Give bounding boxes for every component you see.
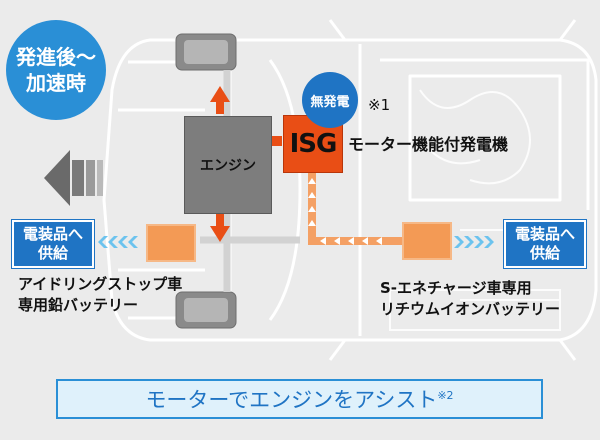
lead-battery-label-line1: アイドリングストップ車 <box>18 275 183 293</box>
direction-arrow-left-icon <box>44 150 103 206</box>
supply-left-line1: 電装品へ <box>22 225 83 243</box>
supply-right-line1: 電装品へ <box>514 225 575 243</box>
lithium-battery-label-line1: S-エネチャージ車専用 <box>380 279 532 297</box>
engine-label: エンジン <box>200 158 256 174</box>
isg-label: ISG <box>289 129 338 159</box>
assist-banner: モーターでエンジンをアシスト※2 <box>56 379 543 419</box>
lithium-battery-label-line2: リチウムイオンバッテリー <box>380 300 561 318</box>
lead-battery <box>146 224 196 262</box>
note-1: ※1 <box>368 96 391 114</box>
supply-left-box: 電装品へ 供給 <box>11 219 95 269</box>
lithium-battery-label: S-エネチャージ車専用 リチウムイオンバッテリー <box>380 278 560 320</box>
supply-right-line2: 供給 <box>529 244 560 262</box>
no-generation-badge: 無発電 <box>302 72 358 128</box>
phase-badge-line1: 発進後～ <box>16 45 96 69</box>
chevron-flow-icon <box>98 236 494 248</box>
phase-badge-line2: 加速時 <box>26 71 86 95</box>
no-generation-label: 無発電 <box>310 94 350 110</box>
isg-description: モーター機能付発電機 <box>348 135 509 154</box>
isg-block: ISG <box>283 115 343 173</box>
assist-banner-text: モーターでエンジンをアシスト <box>145 388 438 412</box>
engine-block: エンジン <box>184 116 272 214</box>
lead-battery-label: アイドリングストップ車 専用鉛バッテリー <box>18 274 182 316</box>
assist-banner-note: ※2 <box>437 388 454 402</box>
phase-badge: 発進後～ 加速時 <box>6 20 106 120</box>
lead-battery-label-line2: 専用鉛バッテリー <box>18 296 139 314</box>
supply-right-box: 電装品へ 供給 <box>503 219 587 269</box>
supply-left-line2: 供給 <box>37 244 68 262</box>
lithium-battery <box>402 222 452 260</box>
